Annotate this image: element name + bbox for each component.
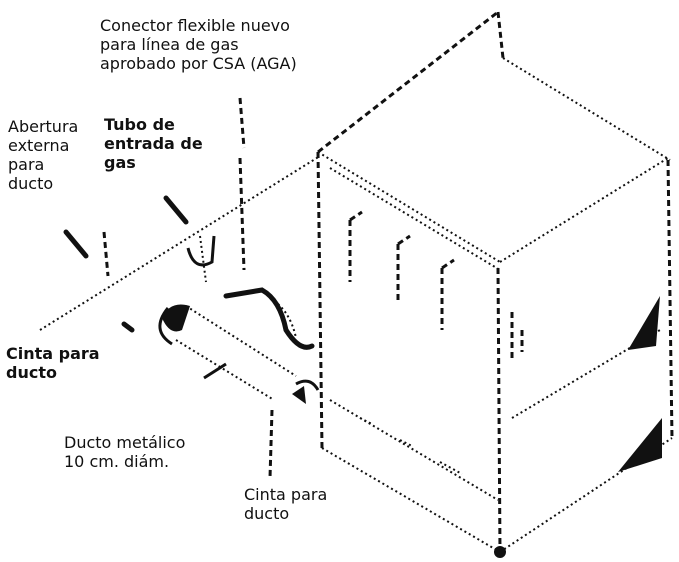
- label-line: 10 cm. diám.: [64, 452, 170, 471]
- side-shading-upper: [628, 296, 660, 350]
- duct-top-edge: [185, 305, 297, 377]
- label-line: ducto: [6, 363, 57, 382]
- label-metal-duct: Ducto metálico 10 cm. diám.: [64, 433, 185, 471]
- label-line: entrada de: [104, 134, 203, 153]
- external-opening-leader: [63, 229, 89, 259]
- dryer-cabinet: [316, 10, 674, 558]
- duct-tape-wrap-left: [162, 304, 190, 332]
- top-front-edge: [317, 151, 501, 263]
- base-mark-3: [439, 461, 463, 475]
- inlet-fitting: [186, 235, 216, 267]
- label-line: Abertura: [8, 117, 79, 136]
- label-line: gas: [104, 153, 136, 172]
- label-line: externa: [8, 136, 70, 155]
- label-external-opening: Abertura externa para ducto: [8, 117, 78, 193]
- bottom-front-edge: [321, 447, 501, 553]
- duct-bottom-edge: [175, 339, 275, 401]
- gas-inlet-tube: [163, 195, 216, 283]
- duct-tape-wrap-right: [292, 386, 306, 404]
- metal-duct-leader: [203, 362, 227, 380]
- label-line: ducto: [8, 174, 54, 193]
- duct-tape-bottom-leader: [268, 409, 274, 479]
- front-right-corner-edge: [496, 267, 502, 553]
- label-line: para: [8, 155, 45, 174]
- label-line: Cinta para: [6, 344, 100, 363]
- label-line: Conector flexible nuevo: [100, 16, 290, 35]
- label-line: para línea de gas: [100, 35, 239, 54]
- metal-duct: [121, 304, 320, 479]
- console-top-edge: [496, 11, 505, 59]
- duct-end-ring: [158, 307, 173, 346]
- label-line: ducto: [244, 504, 290, 523]
- label-duct-tape-left: Cinta para ducto: [6, 344, 100, 382]
- top-right-edge: [499, 157, 669, 263]
- connector-leader-lower: [238, 157, 246, 271]
- vent-2-top: [397, 234, 411, 246]
- label-line: Ducto metálico: [64, 433, 186, 452]
- console-back-edge: [502, 57, 671, 161]
- label-line: Cinta para: [244, 485, 328, 504]
- connector-leader-upper: [238, 97, 246, 149]
- base-mark-2: [399, 439, 413, 447]
- gas-connector: [223, 97, 315, 350]
- side-panel-line: [511, 329, 661, 419]
- top-front-edge-inner: [329, 167, 501, 271]
- vent-3-top: [441, 258, 455, 270]
- label-duct-tape-bottom: Cinta para ducto: [244, 485, 327, 523]
- label-gas-inlet-tube: Tubo de entrada de gas: [104, 115, 203, 172]
- console-top-left-edge: [317, 10, 499, 154]
- label-line: aprobado por CSA (AGA): [100, 54, 297, 73]
- duct-tape-left-leader: [121, 321, 135, 333]
- front-lower-line: [329, 399, 499, 501]
- duct-end-collar: [295, 379, 320, 391]
- inlet-pipe: [199, 235, 207, 283]
- front-left-edge: [316, 151, 324, 449]
- external-opening-mark: [102, 231, 110, 277]
- flex-connector-hose: [223, 287, 315, 350]
- front-foot: [494, 546, 506, 558]
- label-line: Tubo de: [104, 115, 175, 134]
- side-shading-lower: [618, 418, 662, 472]
- side-right-edge: [666, 159, 674, 439]
- label-gas-connector: Conector flexible nuevo para línea de ga…: [100, 16, 297, 73]
- inlet-leader: [163, 195, 189, 225]
- vent-1-top: [349, 210, 363, 222]
- base-mark-1: [359, 417, 373, 425]
